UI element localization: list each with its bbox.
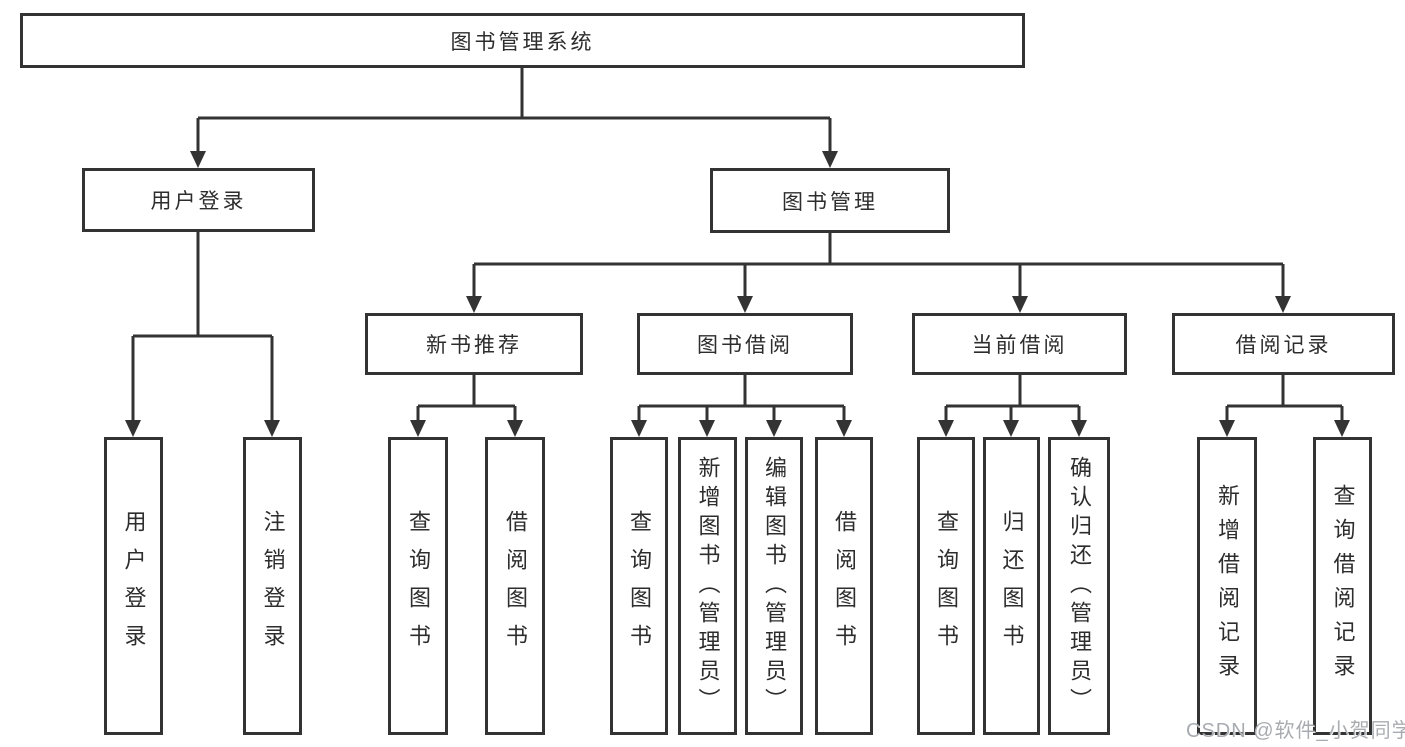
node-borrow-records: 借阅记录 bbox=[1172, 313, 1395, 375]
node-root-label: 图书管理系统 bbox=[450, 30, 595, 54]
leaf-add-borrow-record: 新增借阅记录 bbox=[1197, 437, 1257, 735]
leaf-edit-book-admin-label: 编辑图书（管理员） bbox=[762, 455, 787, 717]
leaf-logout: 注销登录 bbox=[243, 437, 302, 735]
node-user-login: 用户登录 bbox=[82, 168, 315, 232]
leaf-return-book-label: 归还图书 bbox=[999, 510, 1025, 662]
leaf-borrow-books-recommend: 借阅图书 bbox=[485, 437, 545, 735]
leaf-query-borrow-record-label: 查询借阅记录 bbox=[1330, 484, 1356, 688]
leaf-borrow-books-borrowing: 借阅图书 bbox=[815, 437, 873, 735]
leaf-return-book: 归还图书 bbox=[983, 437, 1040, 735]
node-book-borrowing: 图书借阅 bbox=[637, 313, 853, 375]
leaf-query-borrow-record: 查询借阅记录 bbox=[1313, 437, 1372, 735]
leaf-query-books-recommend: 查询图书 bbox=[388, 437, 448, 735]
connector-lines bbox=[131, 68, 1344, 422]
leaf-query-books-borrowing-label: 查询图书 bbox=[627, 510, 652, 662]
node-current-borrowing-label: 当前借阅 bbox=[971, 334, 1068, 357]
node-book-borrowing-label: 图书借阅 bbox=[697, 334, 793, 357]
leaf-borrow-books-recommend-label: 借阅图书 bbox=[503, 510, 528, 662]
leaf-logout-label: 注销登录 bbox=[260, 510, 286, 662]
node-root: 图书管理系统 bbox=[20, 13, 1025, 68]
leaf-query-books-borrowing: 查询图书 bbox=[610, 437, 668, 735]
leaf-query-books-current-label: 查询图书 bbox=[934, 510, 959, 662]
leaf-add-book-admin-label: 新增图书（管理员） bbox=[695, 455, 721, 717]
leaf-confirm-return-admin-label: 确认归还（管理员） bbox=[1067, 455, 1092, 717]
leaf-user-login-label: 用户登录 bbox=[121, 510, 147, 662]
leaf-query-books-current: 查询图书 bbox=[917, 437, 975, 735]
leaf-add-book-admin: 新增图书（管理员） bbox=[678, 437, 737, 735]
leaf-query-books-recommend-label: 查询图书 bbox=[406, 510, 431, 662]
node-new-book-recommend-label: 新书推荐 bbox=[426, 334, 522, 357]
node-new-book-recommend: 新书推荐 bbox=[365, 313, 583, 375]
node-current-borrowing: 当前借阅 bbox=[912, 313, 1127, 375]
leaf-borrow-books-borrowing-label: 借阅图书 bbox=[832, 510, 857, 662]
leaf-add-borrow-record-label: 新增借阅记录 bbox=[1215, 484, 1240, 688]
leaf-user-login: 用户登录 bbox=[104, 437, 163, 735]
node-borrow-records-label: 借阅记录 bbox=[1235, 334, 1332, 357]
leaf-confirm-return-admin: 确认归还（管理员） bbox=[1048, 437, 1110, 735]
node-book-management: 图书管理 bbox=[710, 168, 950, 233]
node-user-login-label: 用户登录 bbox=[150, 190, 247, 213]
arrowheads bbox=[125, 151, 1350, 437]
csdn-watermark: CSDN @软件_小贺同学 bbox=[1186, 720, 1405, 742]
leaf-edit-book-admin: 编辑图书（管理员） bbox=[745, 437, 803, 735]
node-book-management-label: 图书管理 bbox=[782, 190, 878, 214]
